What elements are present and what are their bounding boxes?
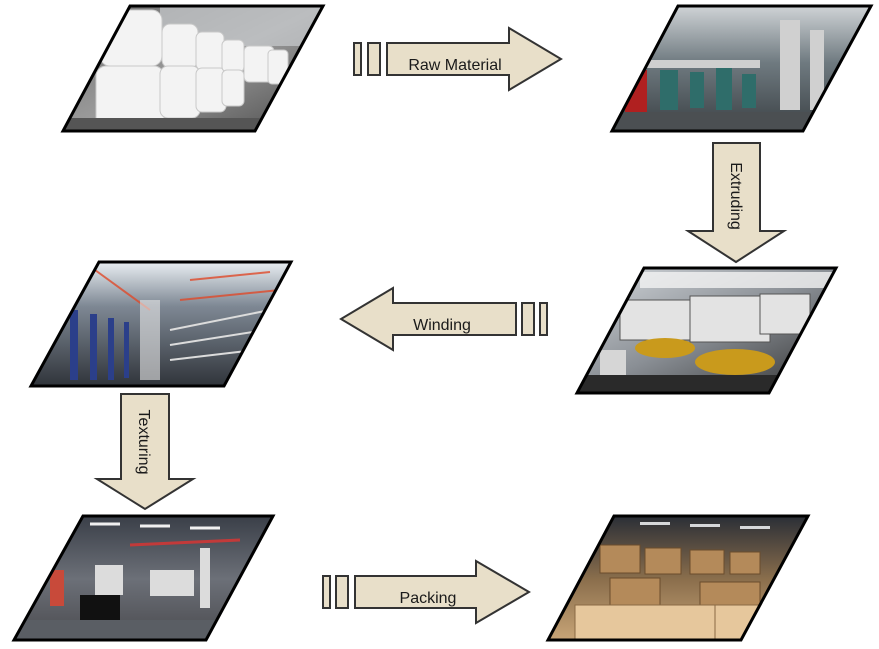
texturing-arrow: Texturing — [93, 393, 197, 511]
texturing-label: Texturing — [135, 410, 152, 475]
extruding-arrow: Extruding — [684, 142, 788, 264]
raw-material-arrow: Raw Material — [353, 26, 563, 92]
winding-arrow: Winding — [339, 286, 548, 352]
packing-label: Packing — [400, 590, 457, 607]
raw-material-label: Raw Material — [408, 57, 501, 74]
texturing-workshop-photo — [11, 514, 276, 642]
raw-material-photo — [60, 4, 326, 133]
winding-hall-photo — [28, 260, 294, 388]
extruding-label: Extruding — [727, 162, 744, 230]
packing-arrow: Packing — [322, 559, 531, 625]
winding-label: Winding — [413, 317, 471, 334]
packing-warehouse-photo — [545, 514, 811, 642]
extruding-plant-photo — [609, 4, 874, 133]
extrusion-winders-photo — [574, 266, 839, 395]
